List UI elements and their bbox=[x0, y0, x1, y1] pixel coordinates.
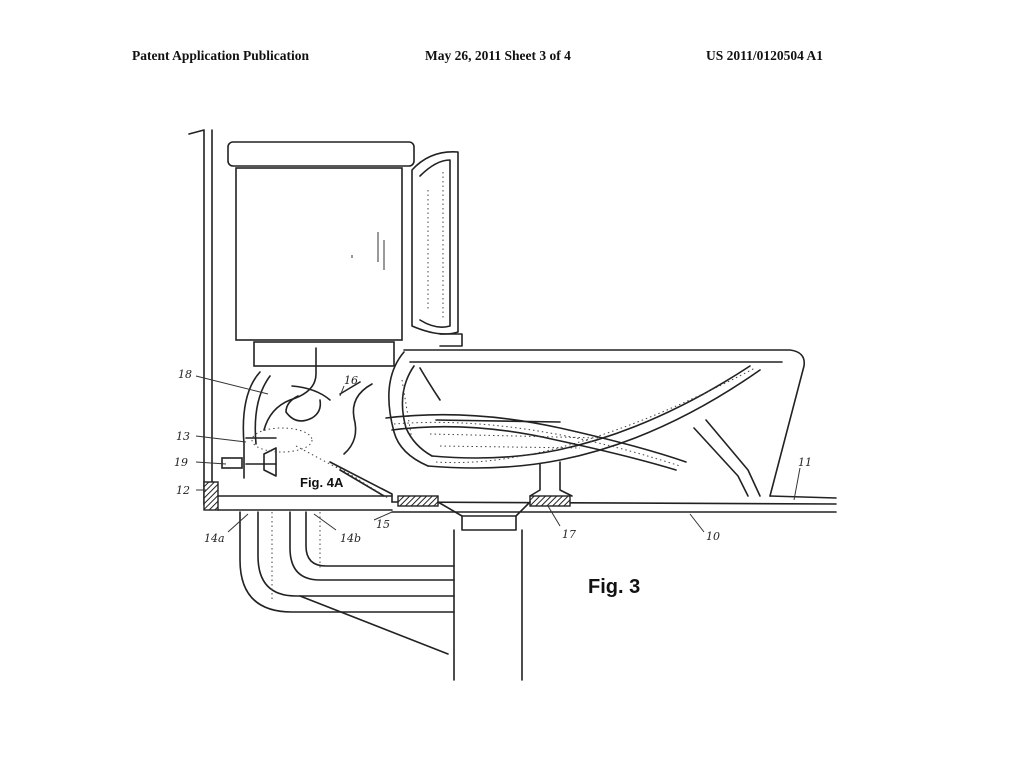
floor bbox=[391, 495, 837, 513]
ref-18: 18 bbox=[178, 368, 192, 381]
inset-caption: Fig. 4A bbox=[300, 475, 344, 490]
ref-14a: 14a bbox=[204, 532, 225, 545]
leader-lines bbox=[195, 375, 801, 533]
ref-15: 15 bbox=[376, 518, 390, 531]
reference-numerals: 18 16 13 19 12 14a 14b 15 17 10 11 bbox=[174, 368, 812, 545]
publication-number: US 2011/0120504 A1 bbox=[706, 48, 824, 63]
wall bbox=[188, 129, 213, 506]
figure-caption: Fig. 3 bbox=[588, 576, 640, 598]
ref-13: 13 bbox=[176, 430, 190, 443]
page-header: Patent Application Publication May 26, 2… bbox=[0, 48, 1024, 70]
ref-16: 16 bbox=[344, 374, 358, 387]
bowl bbox=[329, 349, 806, 503]
tank-lid bbox=[227, 141, 415, 167]
ref-14b: 14b bbox=[340, 532, 361, 545]
base-adapter bbox=[203, 481, 571, 531]
ref-12: 12 bbox=[176, 484, 190, 497]
ref-19: 19 bbox=[174, 456, 188, 469]
ref-17: 17 bbox=[562, 528, 576, 541]
tank bbox=[235, 167, 403, 367]
ref-10: 10 bbox=[706, 530, 720, 543]
ref-11: 11 bbox=[798, 456, 812, 469]
supply-hose bbox=[221, 347, 361, 481]
publication-date-sheet: May 26, 2011 Sheet 3 of 4 bbox=[425, 48, 571, 63]
drain-pipes bbox=[239, 511, 523, 681]
publication-type: Patent Application Publication bbox=[132, 48, 310, 63]
seat-lid bbox=[411, 151, 463, 347]
